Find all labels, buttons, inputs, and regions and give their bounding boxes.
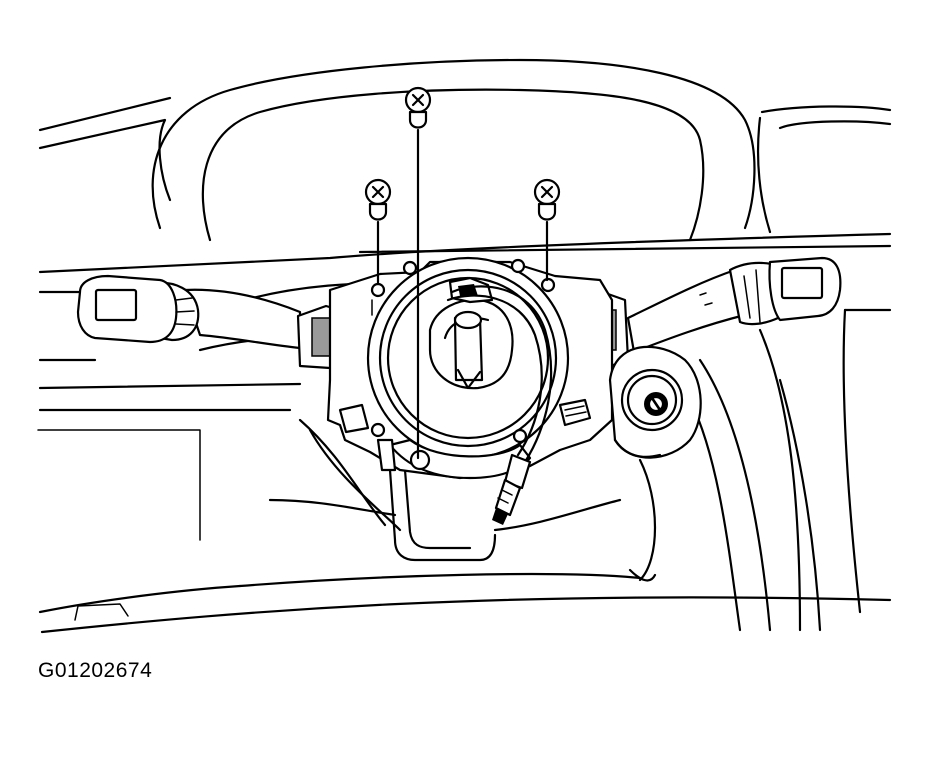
diagram-drawing: [37, 58, 892, 634]
right-panel-outline: [628, 308, 892, 632]
screw-top-center: [404, 86, 432, 460]
right-stalk: [583, 256, 842, 368]
clock-spring-harness: [338, 285, 592, 525]
screw-right: [533, 178, 561, 282]
screw-left: [364, 178, 392, 286]
ignition-cylinder: [608, 345, 702, 459]
left-stalk: [76, 274, 344, 370]
column-shroud: [268, 468, 622, 562]
figure-code: G01202674: [38, 659, 153, 682]
instrument-cluster-hood: [151, 58, 892, 242]
